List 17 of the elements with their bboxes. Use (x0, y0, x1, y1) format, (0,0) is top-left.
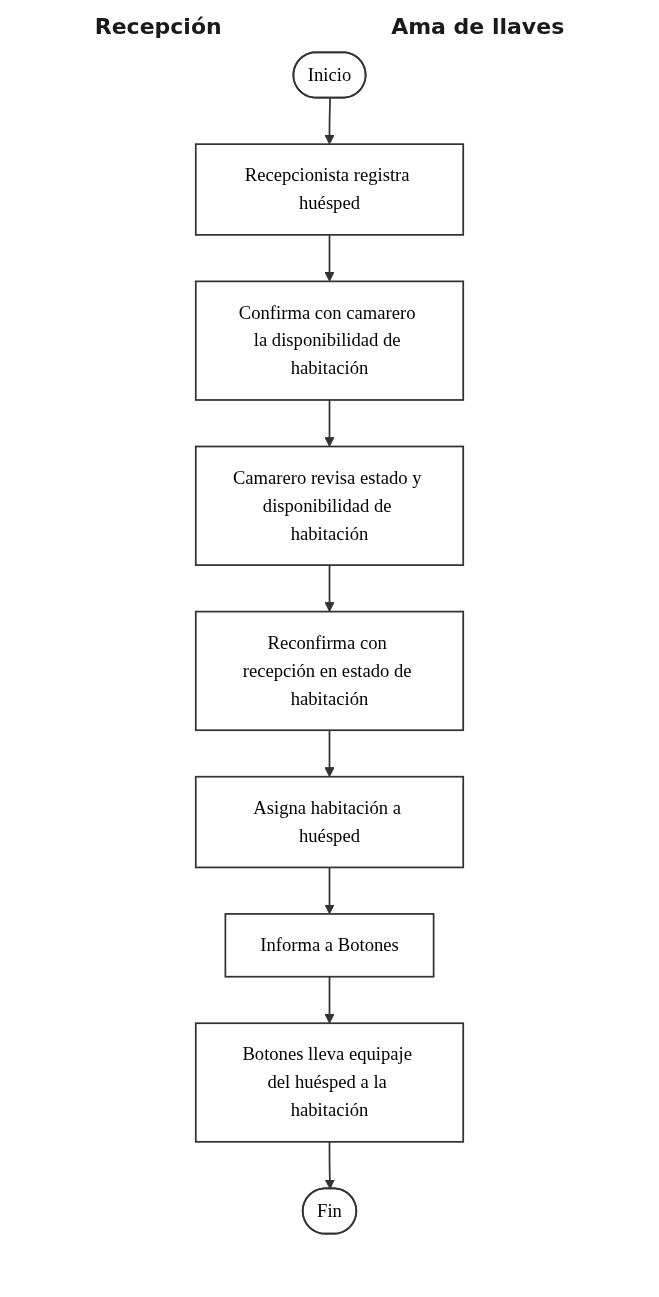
arrow (324, 399, 335, 447)
node-box: Botones lleva equipaje del huésped a la habitación (194, 1022, 465, 1143)
node-box: Camarero revisa estado y disponibilidad de habitación (194, 445, 465, 566)
arrow (324, 1140, 335, 1190)
arrow (324, 234, 335, 282)
node-box: Reconfirma con recepción en estado de habitación (194, 610, 465, 732)
node-box: Recepcionista registra huésped (194, 143, 465, 236)
arrow (324, 975, 335, 1024)
arrow (324, 866, 335, 915)
lane-heading: Recepción (94, 14, 222, 39)
arrow (324, 729, 335, 778)
arrow (324, 97, 335, 145)
node-box: Confirma con camarero la disponibilidad de habitación (194, 280, 465, 401)
arrow (324, 564, 335, 613)
lane-heading: Ama de llaves (391, 14, 565, 39)
node-box: Informa a Botones (224, 913, 435, 978)
node-box: Asigna habitación a huésped (194, 775, 465, 869)
